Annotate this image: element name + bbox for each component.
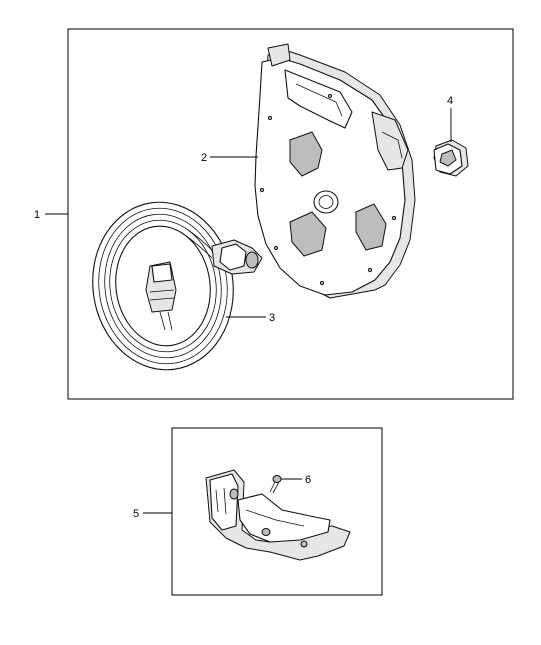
hex-coupling [433, 139, 469, 177]
callout-5: 5 [133, 508, 139, 520]
callout-1: 1 [34, 209, 40, 221]
callout-2: 2 [201, 152, 207, 164]
mounting-bracket [205, 469, 351, 561]
lower-assembly-frame [171, 427, 383, 596]
screw [269, 475, 282, 494]
callout-6: 6 [305, 474, 311, 486]
reel-housing [254, 43, 416, 299]
coiled-hose [92, 201, 263, 371]
callout-4: 4 [447, 95, 453, 107]
callout-3: 3 [269, 312, 275, 324]
